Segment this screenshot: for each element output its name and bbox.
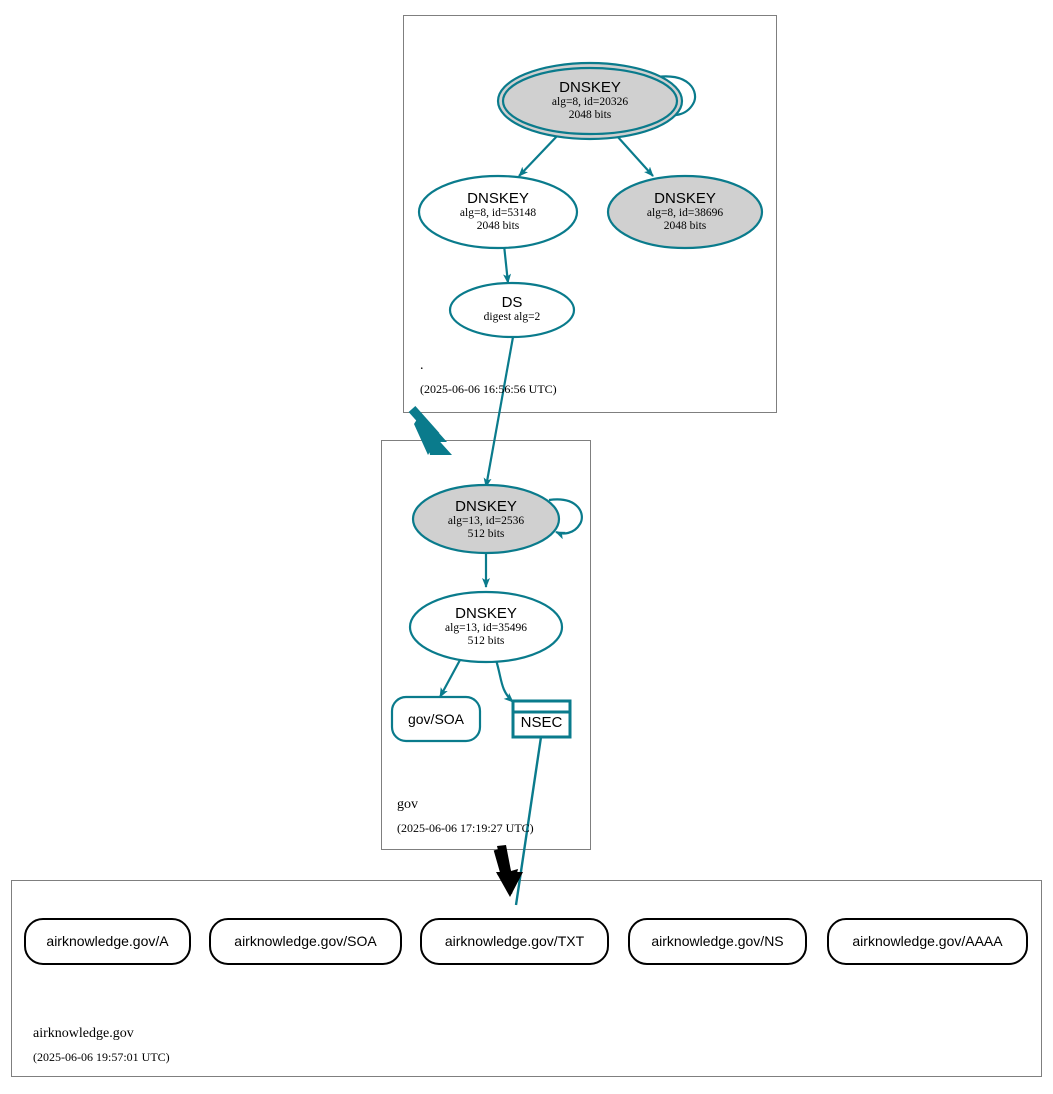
node-dnskey-gov-2536[interactable] xyxy=(411,483,561,555)
zone-label-gov-name: gov xyxy=(397,797,418,812)
node-dnskey-root-20326[interactable] xyxy=(496,61,684,141)
node-rrset-airknowledge-ns[interactable] xyxy=(628,918,807,965)
edge-root-zsk-signs-ds xyxy=(502,244,512,284)
zone-label-root-timestamp: (2025-06-06 16:56:56 UTC) xyxy=(420,382,557,396)
edge-root-ksk-signs-zsk xyxy=(518,133,560,177)
node-rrset-airknowledge-txt[interactable] xyxy=(420,918,609,965)
edge-root-ksk-signs-key38696 xyxy=(616,135,654,177)
zone-label-root-name: . xyxy=(420,358,424,373)
node-rrset-airknowledge-a[interactable] xyxy=(24,918,191,965)
node-rrset-airknowledge-aaaa[interactable] xyxy=(827,918,1028,965)
node-dnskey-root-38696[interactable] xyxy=(606,174,764,250)
node-dnskey-gov-35496[interactable] xyxy=(408,590,564,664)
node-rrset-airknowledge-soa[interactable] xyxy=(209,918,402,965)
node-rrset-gov-soa[interactable] xyxy=(390,695,482,743)
edge-gov-zsk-signs-soa xyxy=(439,659,461,698)
delegation-arrow-gov-to-airknowledge xyxy=(493,845,523,897)
zone-box-root xyxy=(403,15,777,413)
zone-label-airknowledge-name: airknowledge.gov xyxy=(33,1026,134,1041)
zone-box-airknowledge xyxy=(11,880,1042,1077)
delegation-arrow-root-to-gov xyxy=(408,406,452,455)
node-ds-root[interactable] xyxy=(448,281,576,339)
zone-label-gov-timestamp: (2025-06-06 17:19:27 UTC) xyxy=(397,821,534,835)
edge-ds-signs-gov-ksk xyxy=(483,336,515,488)
edge-gov-ksk-self-sign xyxy=(548,498,583,540)
node-nsec-gov[interactable] xyxy=(511,699,572,739)
zone-label-airknowledge-timestamp: (2025-06-06 19:57:01 UTC) xyxy=(33,1050,170,1064)
node-dnskey-root-53148[interactable] xyxy=(417,174,579,250)
zone-box-gov xyxy=(381,440,591,850)
edge-gov-zsk-signs-nsec xyxy=(494,659,514,703)
